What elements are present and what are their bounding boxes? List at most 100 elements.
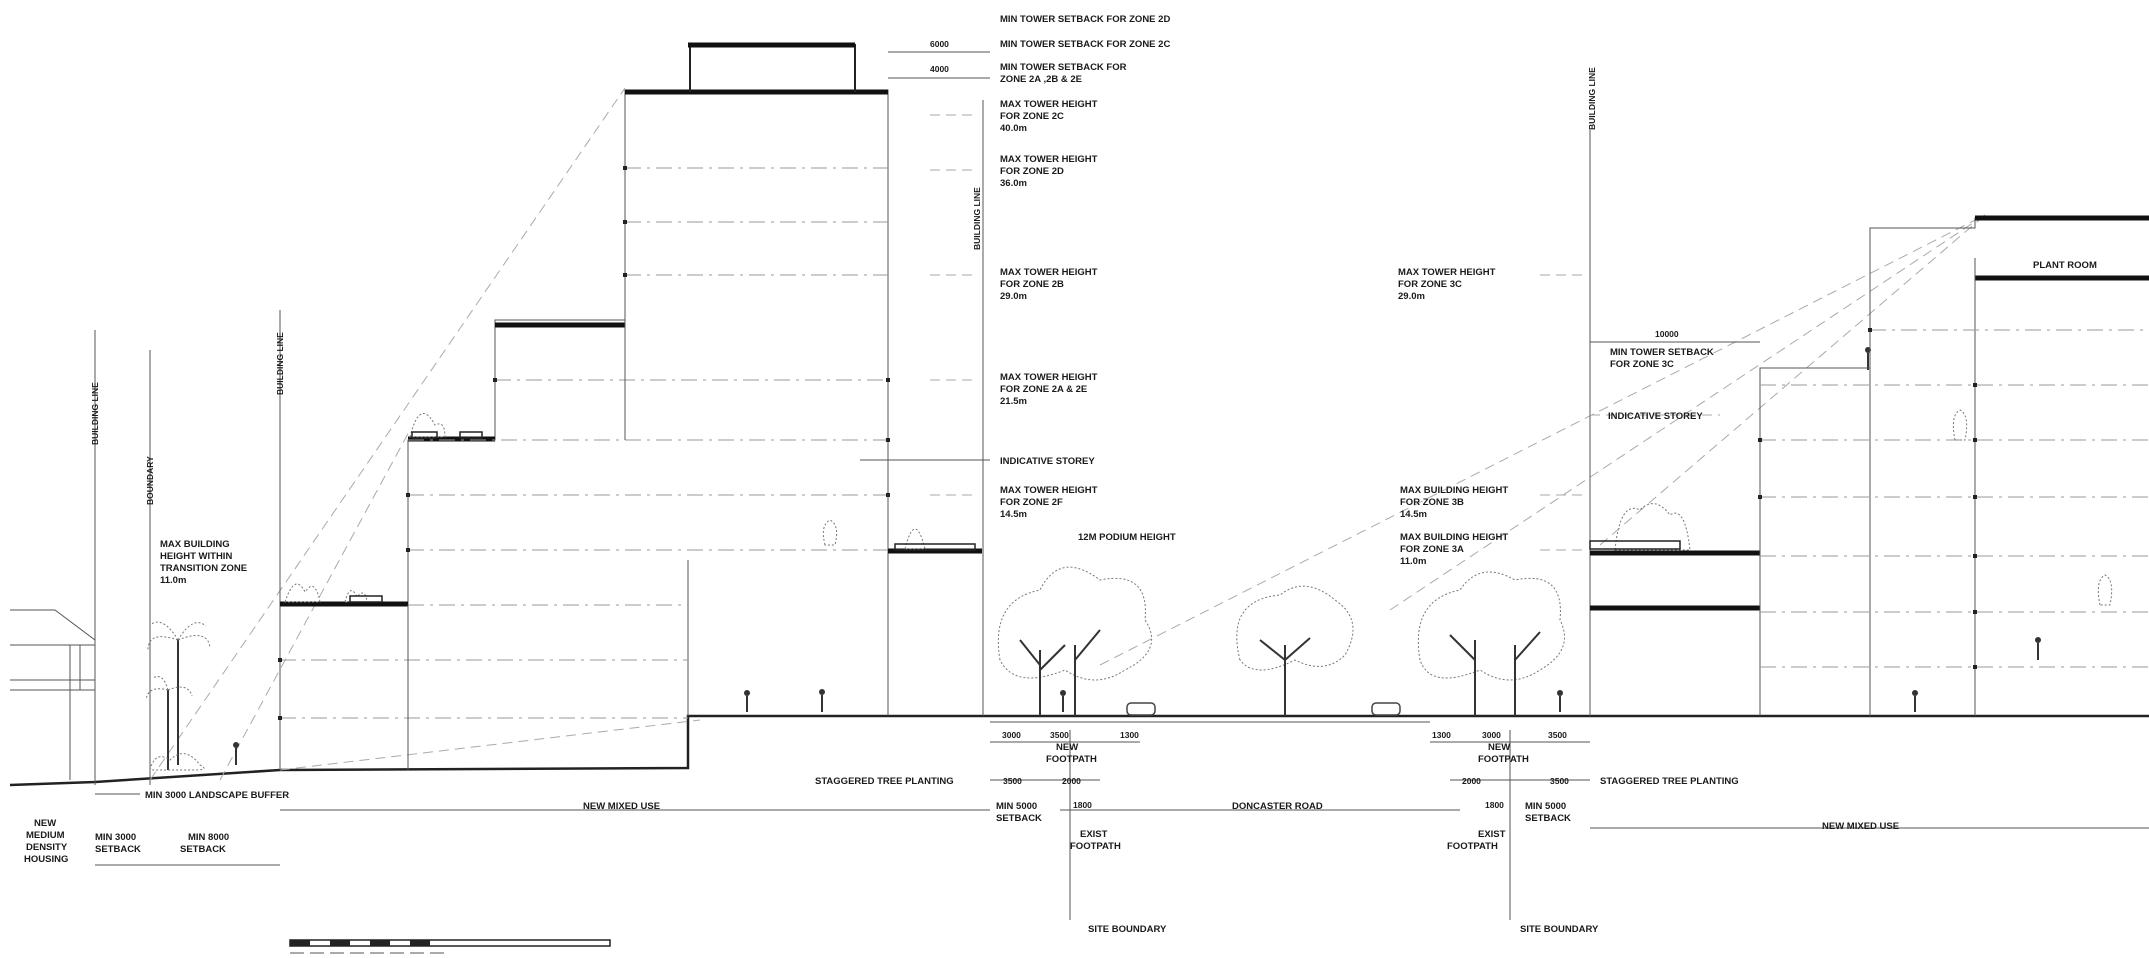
- label-max-2a-3: 21.5m: [1000, 396, 1027, 407]
- palm-trees: [145, 621, 211, 771]
- label-dim-4000: 4000: [930, 64, 949, 74]
- label-dim-1300-left: 1300: [1120, 730, 1139, 740]
- label-dim-6000: 6000: [930, 39, 949, 49]
- cars: [1126, 702, 1401, 716]
- label-max-bldg-transition-4: 11.0m: [160, 575, 186, 586]
- label-max-2d-2: FOR ZONE 2D: [1000, 166, 1064, 177]
- label-dim-3500-right: 3500: [1548, 730, 1567, 740]
- label-dim-3500-stag-right: 3500: [1550, 776, 1569, 786]
- label-min-5000-right-2: SETBACK: [1525, 813, 1571, 824]
- dimension-lines: [95, 51, 2149, 954]
- label-new-medium-4: HOUSING: [24, 854, 68, 865]
- label-min-3000-1: MIN 3000: [95, 832, 136, 843]
- label-max-2a-1: MAX TOWER HEIGHT: [1000, 372, 1098, 383]
- label-max-2b-1: MAX TOWER HEIGHT: [1000, 267, 1098, 278]
- building-line-verticals: [94, 100, 1591, 920]
- label-building-line-4: BUILDING LINE: [1587, 67, 1597, 130]
- street-trees: [997, 566, 1565, 716]
- label-exist-footpath-left-1: EXIST: [1080, 829, 1108, 840]
- label-max-bldg-transition-1: MAX BUILDING: [160, 539, 230, 550]
- label-building-line-3: BUILDING LINE: [972, 187, 982, 250]
- label-max-2f-3: 14.5m: [1000, 509, 1027, 520]
- annotation-labels: MIN TOWER SETBACK FOR ZONE 2D MIN TOWER …: [24, 14, 2097, 935]
- label-new-mixed-use-right: NEW MIXED USE: [1822, 821, 1899, 832]
- label-min-tower-setback-2c: MIN TOWER SETBACK FOR ZONE 2C: [1000, 39, 1170, 50]
- label-max-3a-3: 11.0m: [1400, 556, 1426, 567]
- label-doncaster-road: DONCASTER ROAD: [1232, 801, 1323, 812]
- label-max-2b-2: FOR ZONE 2B: [1000, 279, 1064, 290]
- label-site-boundary-left: SITE BOUNDARY: [1088, 924, 1167, 935]
- right-building-mass: [1589, 215, 2149, 716]
- label-podium-height: 12M PODIUM HEIGHT: [1078, 532, 1176, 543]
- label-new-footpath-left-2: FOOTPATH: [1046, 754, 1097, 765]
- label-min-setback-3c-1: MIN TOWER SETBACK: [1610, 347, 1714, 358]
- label-new-medium-2: MEDIUM: [26, 830, 65, 841]
- label-max-3b-3: 14.5m: [1400, 509, 1427, 520]
- label-max-3a-2: FOR ZONE 3A: [1400, 544, 1464, 555]
- label-max-2f-2: FOR ZONE 2F: [1000, 497, 1063, 508]
- label-new-medium-1: NEW: [34, 818, 56, 829]
- label-exist-footpath-right-2: FOOTPATH: [1447, 841, 1498, 852]
- people-figures: [233, 347, 2041, 765]
- label-min-3000-2: SETBACK: [95, 844, 141, 855]
- label-min-5000-left-1: MIN 5000: [996, 801, 1037, 812]
- label-exist-footpath-left-2: FOOTPATH: [1070, 841, 1121, 852]
- label-max-2d-3: 36.0m: [1000, 178, 1027, 189]
- label-landscape-buffer: MIN 3000 LANDSCAPE BUFFER: [145, 790, 289, 801]
- label-max-3b-1: MAX BUILDING HEIGHT: [1400, 485, 1508, 496]
- label-min-setback-3c-2: FOR ZONE 3C: [1610, 359, 1674, 370]
- label-new-footpath-left-1: NEW: [1056, 742, 1078, 753]
- label-staggered-right: STAGGERED TREE PLANTING: [1600, 776, 1739, 787]
- label-site-boundary-right: SITE BOUNDARY: [1520, 924, 1599, 935]
- label-max-3a-1: MAX BUILDING HEIGHT: [1400, 532, 1508, 543]
- label-max-bldg-transition-3: TRANSITION ZONE: [160, 563, 247, 574]
- label-dim-1300-right: 1300: [1432, 730, 1451, 740]
- label-max-2c-2: FOR ZONE 2C: [1000, 111, 1064, 122]
- label-building-line-2: BUILDING LINE: [275, 332, 285, 395]
- label-dim-3500-stag-left: 3500: [1003, 776, 1022, 786]
- label-max-2b-3: 29.0m: [1000, 291, 1027, 302]
- label-new-footpath-right-2: FOOTPATH: [1478, 754, 1529, 765]
- label-dim-3500-left: 3500: [1050, 730, 1069, 740]
- label-max-2c-1: MAX TOWER HEIGHT: [1000, 99, 1098, 110]
- height-envelope-lines: [149, 87, 1986, 781]
- label-max-2c-3: 40.0m: [1000, 123, 1027, 134]
- label-min-5000-right-1: MIN 5000: [1525, 801, 1566, 812]
- rooftop-planters-left: [284, 413, 976, 603]
- label-min-8000-1: MIN 8000: [188, 832, 229, 843]
- label-max-bldg-transition-2: HEIGHT WITHIN: [160, 551, 232, 562]
- label-new-mixed-use-left: NEW MIXED USE: [583, 801, 660, 812]
- label-max-3b-2: FOR ZONE 3B: [1400, 497, 1464, 508]
- label-boundary: BOUNDARY: [145, 456, 155, 505]
- label-max-2d-1: MAX TOWER HEIGHT: [1000, 154, 1098, 165]
- label-building-line-1: BUILDING LINE: [90, 382, 100, 445]
- label-exist-footpath-right-1: EXIST: [1478, 829, 1506, 840]
- label-dim-3000-left: 3000: [1002, 730, 1021, 740]
- label-min-tower-setback-2d: MIN TOWER SETBACK FOR ZONE 2D: [1000, 14, 1170, 25]
- label-indicative-storey-left: INDICATIVE STOREY: [1000, 456, 1095, 467]
- label-indicative-storey-right: INDICATIVE STOREY: [1608, 411, 1703, 422]
- label-min-tower-setback-2a-1: MIN TOWER SETBACK FOR: [1000, 62, 1127, 73]
- label-min-5000-left-2: SETBACK: [996, 813, 1042, 824]
- label-max-2a-2: FOR ZONE 2A & 2E: [1000, 384, 1087, 395]
- label-max-2f-1: MAX TOWER HEIGHT: [1000, 485, 1098, 496]
- ground-lines: [9, 714, 2149, 787]
- left-building-mass: [278, 42, 982, 770]
- label-max-3c-1: MAX TOWER HEIGHT: [1398, 267, 1496, 278]
- label-dim-3000-right: 3000: [1482, 730, 1501, 740]
- label-min-8000-2: SETBACK: [180, 844, 226, 855]
- label-max-3c-3: 29.0m: [1398, 291, 1425, 302]
- label-dim-2000-stag-left: 2000: [1062, 776, 1081, 786]
- label-dim-2000-stag-right: 2000: [1462, 776, 1481, 786]
- label-staggered-left: STAGGERED TREE PLANTING: [815, 776, 954, 787]
- existing-house: [10, 609, 96, 780]
- label-dim-1800-left: 1800: [1073, 800, 1092, 810]
- label-dim-10000: 10000: [1655, 329, 1679, 339]
- label-new-footpath-right-1: NEW: [1488, 742, 1510, 753]
- label-dim-1800-right: 1800: [1485, 800, 1504, 810]
- label-min-tower-setback-2a-2: ZONE 2A ,2B & 2E: [1000, 74, 1082, 85]
- label-plant-room: PLANT ROOM: [2033, 260, 2097, 271]
- label-max-3c-2: FOR ZONE 3C: [1398, 279, 1462, 290]
- label-new-medium-3: DENSITY: [26, 842, 68, 853]
